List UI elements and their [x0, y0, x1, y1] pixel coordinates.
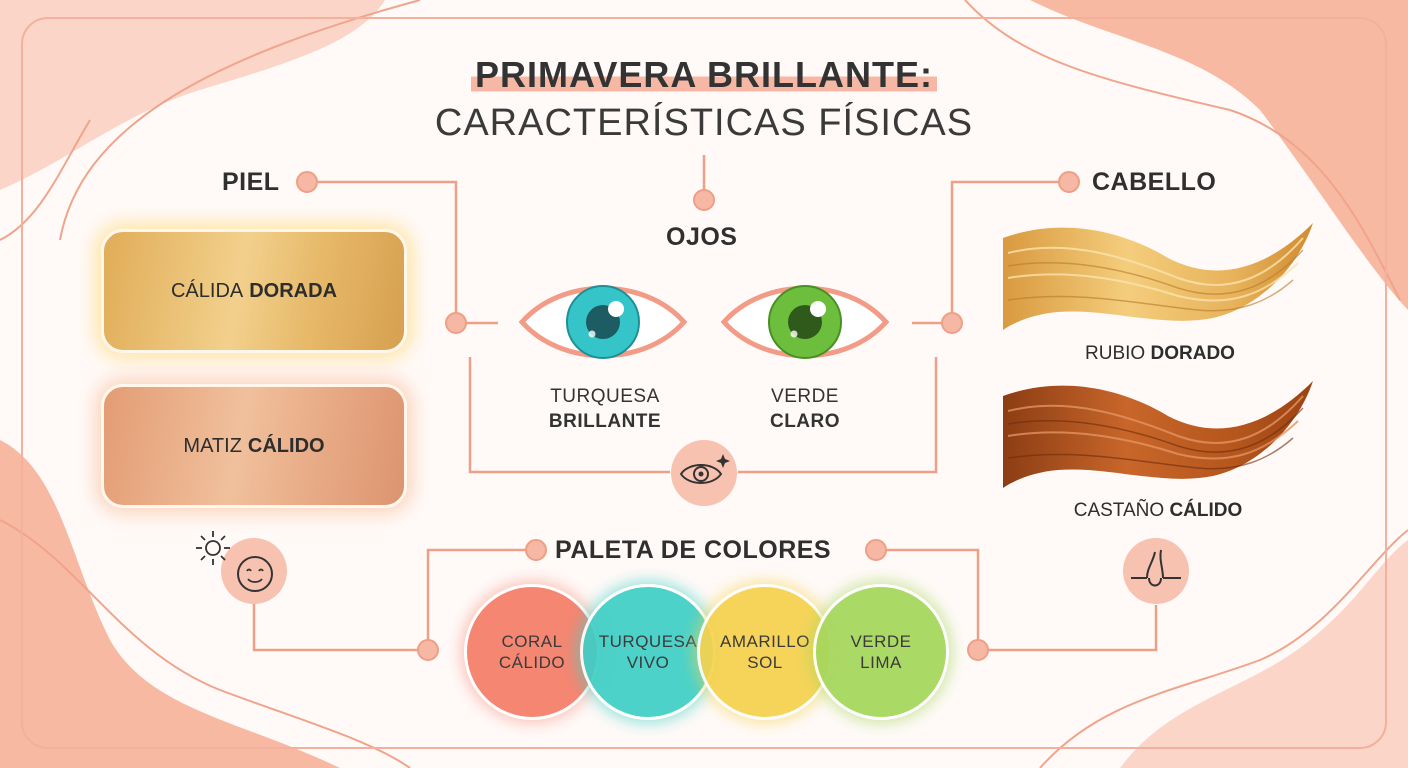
skin-card-light-text: CÁLIDA [170, 279, 244, 302]
palette-swatch-line1: TURQUESA [598, 632, 698, 651]
wave-line-tl [59, 0, 421, 241]
eye-caption-green: VERDE CLARO [725, 384, 885, 434]
node-right-eye [941, 312, 963, 334]
hair-follicle-icon [1123, 538, 1189, 604]
node-cabello [1058, 171, 1080, 193]
node-ojos-top [693, 189, 715, 211]
node-paleta-left [525, 539, 547, 561]
page-title-line1: PRIMAVERA BRILLANTE: [471, 54, 937, 95]
wave-line-tr [964, 0, 1401, 301]
section-label-paleta: PALETA DE COLORES [555, 536, 832, 564]
section-label-cabello: CABELLO [1092, 168, 1217, 196]
eye-caption-bold: BRILLANTE [548, 411, 662, 432]
skin-card-light-text: MATIZ [183, 434, 242, 457]
node-piel [296, 171, 318, 193]
palette-swatch-turquoise: TURQUESA VIVO [580, 584, 716, 720]
hair-caption-light: CASTAÑO [1073, 500, 1165, 521]
skin-card-bold-text: DORADA [249, 279, 338, 302]
palette-swatch-line2: SOL [747, 653, 783, 672]
eye-turquoise [518, 285, 688, 359]
palette-swatch-yellow: AMARILLO SOL [697, 584, 833, 720]
palette-swatch-line1: VERDE [850, 632, 912, 651]
hair-caption-chestnut: CASTAÑO CÁLIDO [1038, 500, 1278, 522]
blob-top-right [1030, 0, 1408, 310]
eye-green [720, 285, 890, 359]
sun-icon [196, 531, 230, 565]
blob-bottom-left [0, 440, 340, 768]
wave-line-tl2 [0, 119, 91, 241]
sun-face-icon [221, 538, 287, 604]
page-title: PRIMAVERA BRILLANTE: [0, 54, 1408, 96]
frame-border [21, 17, 1387, 749]
palette-swatch-line2: LIMA [860, 653, 902, 672]
eye-caption-light: VERDE [771, 386, 839, 407]
palette-swatch-line2: CÁLIDO [498, 653, 566, 672]
palette-swatch-line1: AMARILLO [720, 632, 810, 651]
hair-caption-bold: CÁLIDO [1169, 500, 1243, 521]
palette-swatch-lime: VERDE LIMA [813, 584, 949, 720]
wave-line-bl [0, 519, 411, 768]
palette-swatch-line1: CORAL [501, 632, 563, 651]
hair-caption-golden: RUBIO DORADO [1040, 343, 1280, 365]
hair-caption-bold: DORADO [1150, 343, 1235, 364]
blob-bottom-right [1120, 540, 1408, 768]
page-subtitle: CARACTERÍSTICAS FÍSICAS [434, 102, 974, 144]
node-left-eye [445, 312, 467, 334]
hair-caption-light: RUBIO [1085, 343, 1146, 364]
eye-caption-turquoise: TURQUESA BRILLANTE [525, 384, 685, 434]
sparkle-eye-icon [671, 440, 737, 506]
skin-card-bold-text: CÁLIDO [247, 434, 325, 457]
node-paleta-right [865, 539, 887, 561]
section-label-piel: PIEL [222, 168, 280, 196]
wave-line-br [1039, 529, 1408, 768]
section-label-ojos: OJOS [666, 223, 738, 251]
node-palette-out [967, 639, 989, 661]
node-palette-in [417, 639, 439, 661]
palette-swatch-line2: VIVO [626, 653, 670, 672]
hair-swatch-golden [1003, 223, 1313, 330]
palette-swatch-coral: CORAL CÁLIDO [464, 584, 600, 720]
eye-caption-light: TURQUESA [550, 386, 660, 407]
eye-caption-bold: CLARO [769, 411, 841, 432]
blob-top-left [0, 0, 385, 190]
hair-swatch-chestnut [1003, 381, 1313, 488]
